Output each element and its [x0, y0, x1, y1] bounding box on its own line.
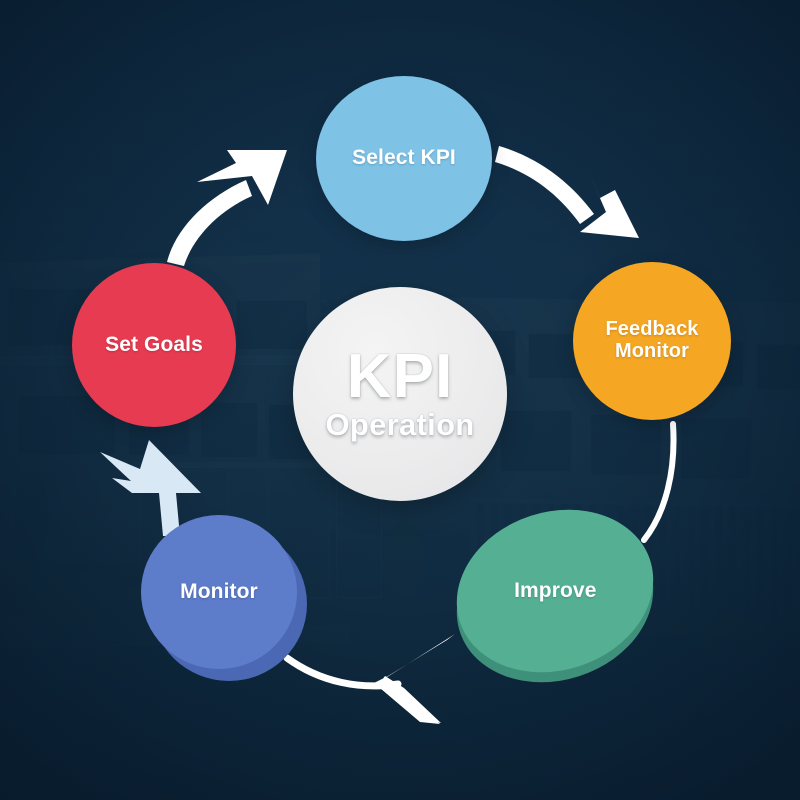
node-feedback-monitor[interactable]: Feedback Monitor	[573, 262, 731, 420]
center-subtitle-operation: Operation	[325, 406, 475, 442]
center-title-kpi: KPI	[346, 342, 454, 412]
node-feedback-monitor-label: Feedback Monitor	[605, 319, 698, 362]
node-center-hub[interactable]: KPI Operation	[293, 287, 507, 501]
node-improve[interactable]: Improve	[435, 484, 675, 698]
node-set-goals[interactable]: Set Goals	[72, 263, 236, 427]
node-set-goals-label: Set Goals	[105, 332, 203, 356]
node-select-kpi-label: Select KPI	[352, 146, 456, 170]
node-select-kpi[interactable]: Select KPI	[316, 76, 492, 241]
connector-select-kpi-to-feedback	[495, 146, 639, 238]
connector-feedback-to-improve	[641, 421, 677, 543]
node-feedback-line1: Feedback	[605, 318, 699, 341]
node-improve-wrapper: Improve	[435, 484, 675, 708]
connector-monitor-to-set-goals	[100, 440, 201, 536]
connector-improve-to-monitor	[283, 634, 455, 724]
node-monitor[interactable]: Monitor	[141, 515, 297, 669]
node-monitor-label: Monitor	[180, 579, 258, 603]
node-improve-label: Improve	[513, 578, 597, 602]
node-monitor-wrapper: Monitor	[141, 515, 307, 681]
connector-set-goals-to-select-kpi	[167, 150, 287, 266]
node-feedback-line2: Monitor	[614, 340, 689, 362]
